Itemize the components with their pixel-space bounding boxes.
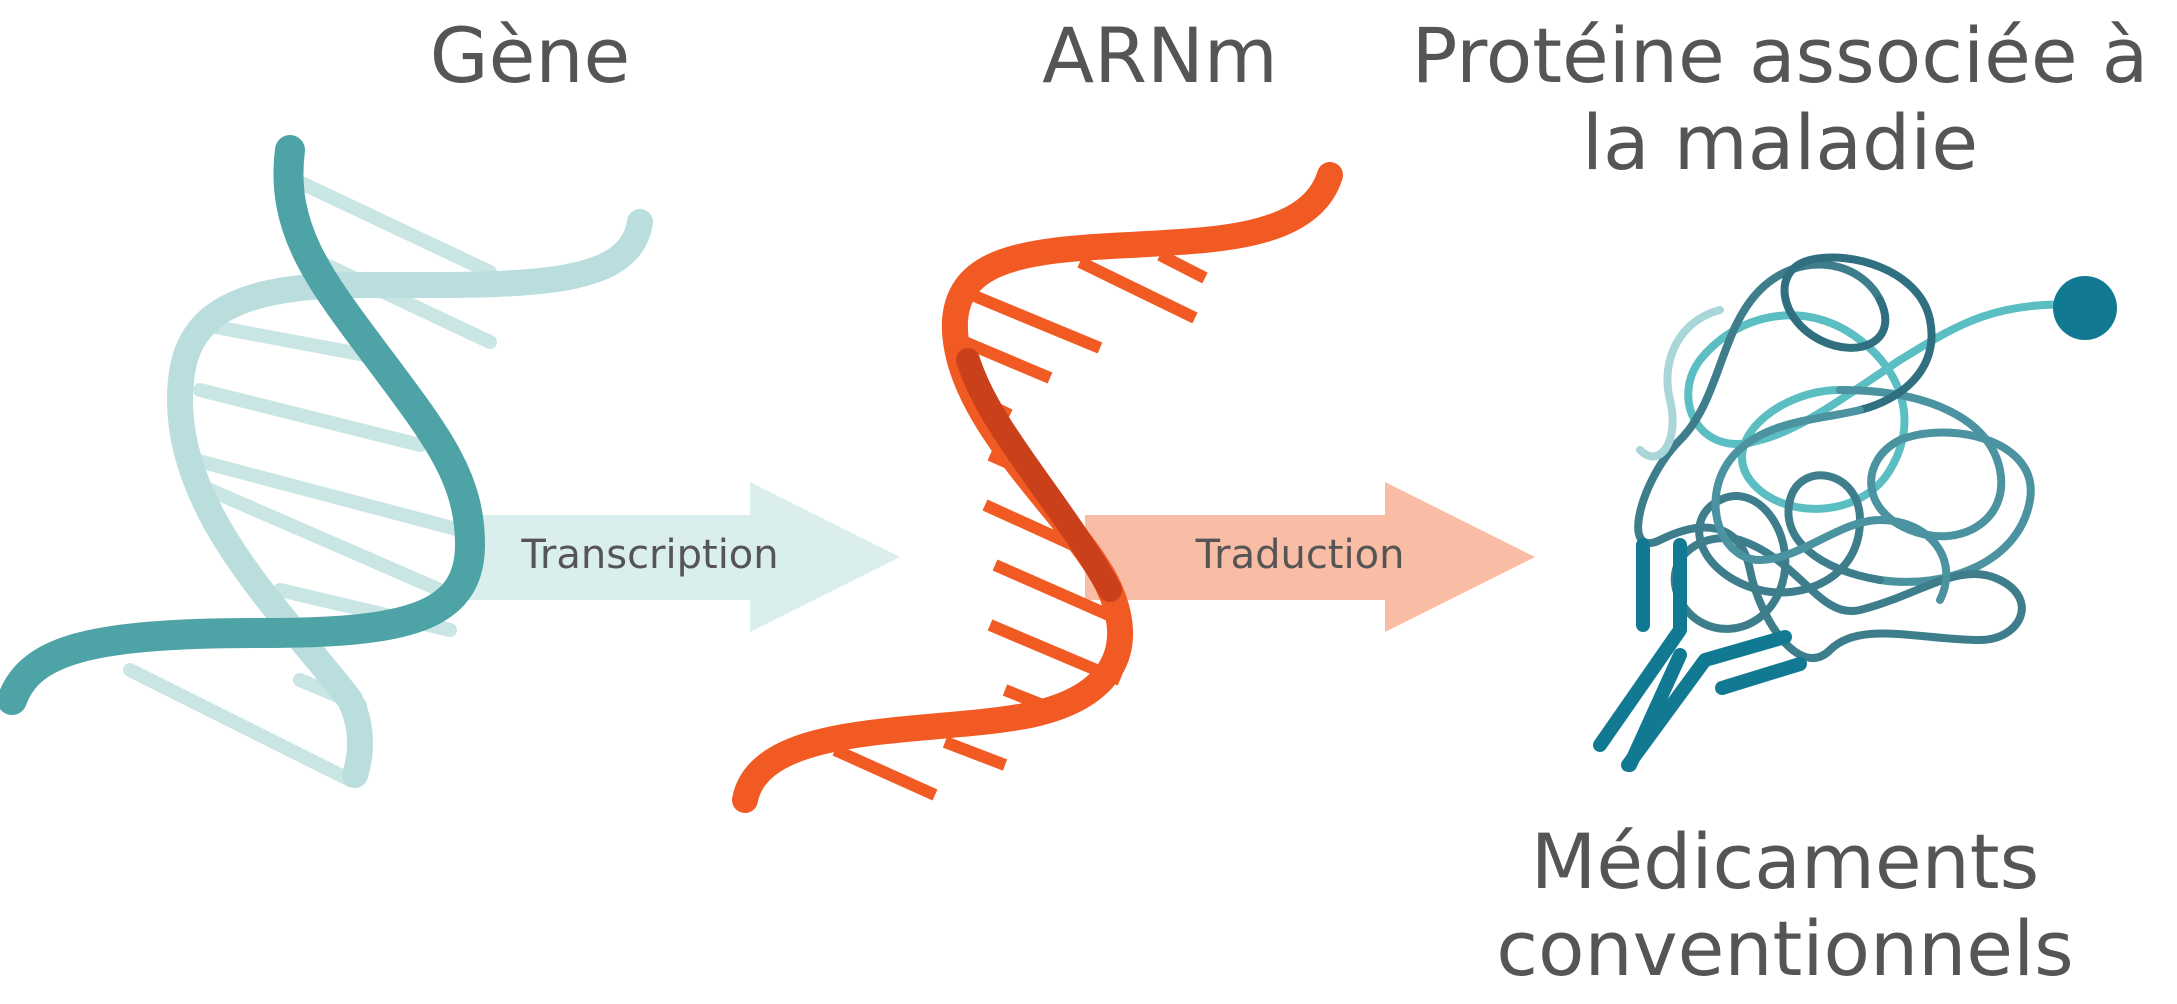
drugs-title-line1: Médicaments xyxy=(1530,817,2040,906)
folded-protein-icon xyxy=(1634,253,2084,662)
drugs-title: Médicaments conventionnels xyxy=(1400,818,2170,993)
antibody-icon xyxy=(1593,538,1807,772)
transcription-label: Transcription xyxy=(521,532,779,578)
rna-strand-icon xyxy=(732,162,1343,813)
protein-title-line1: Protéine associée à xyxy=(1411,11,2149,100)
drugs-title-line2: conventionnels xyxy=(1496,904,2074,994)
translation-arrow xyxy=(1085,482,1535,632)
translation-label: Traduction xyxy=(1195,532,1405,578)
mrna-title: ARNm xyxy=(1042,11,1278,100)
protein-terminal-dot xyxy=(2053,276,2117,340)
dna-double-helix-icon xyxy=(0,135,653,788)
protein-title-line2: la maladie xyxy=(1581,98,1979,188)
gene-title: Gène xyxy=(429,11,631,100)
protein-title: Protéine associée à la maladie xyxy=(1390,12,2170,187)
transcription-arrow xyxy=(455,482,900,632)
